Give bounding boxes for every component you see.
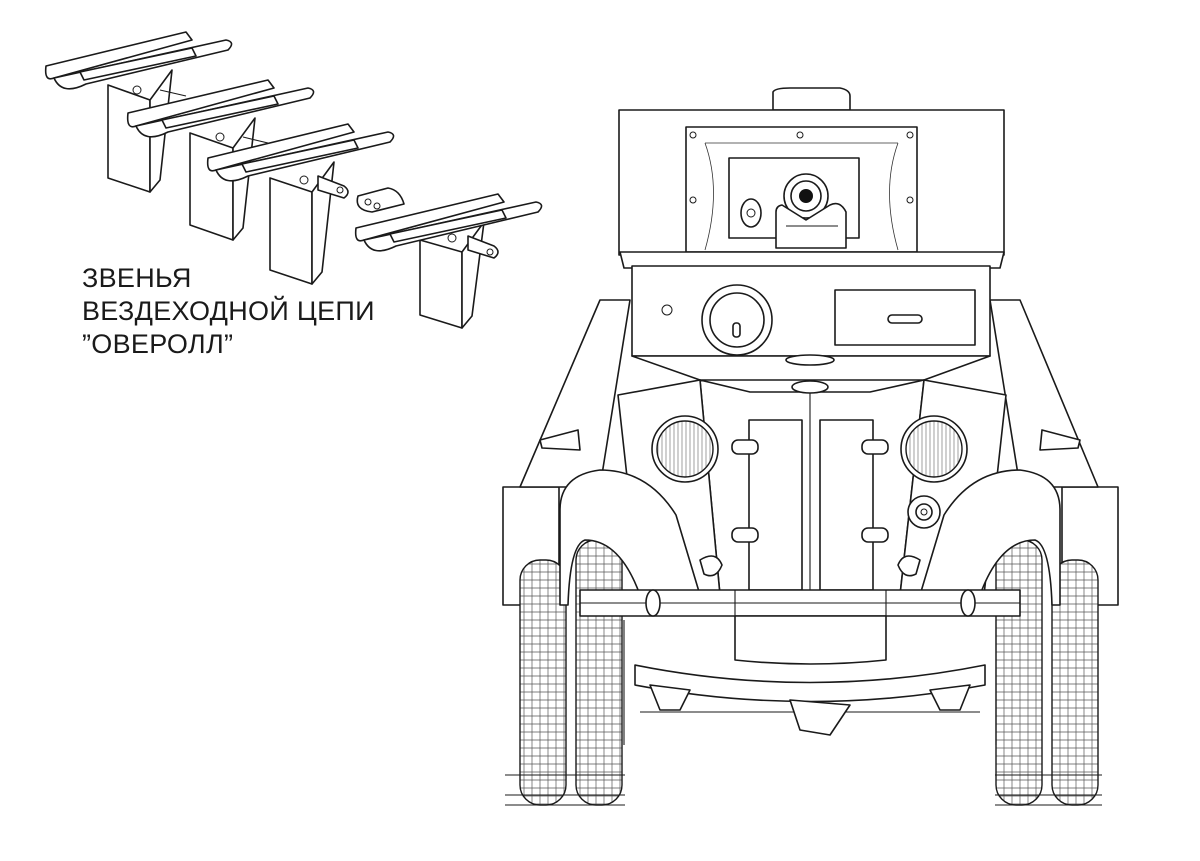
caption: ЗВЕНЬЯ ВЕЗДЕХОДНОЙ ЦЕПИ ”ОВЕРОЛЛ”: [82, 262, 375, 361]
caption-line-2: ВЕЗДЕХОДНОЙ ЦЕПИ: [82, 296, 375, 326]
turret: [618, 87, 1005, 256]
track-link-4: [354, 187, 543, 329]
caption-line-1: ЗВЕНЬЯ: [82, 263, 192, 293]
horn: [907, 495, 941, 529]
front-bumper: [579, 589, 1021, 617]
headlight-right: [900, 415, 968, 483]
track-link-3: [206, 123, 395, 285]
headlight-left: [651, 415, 719, 483]
caption-line-3: ”ОВЕРОЛЛ”: [82, 329, 234, 359]
upper-hull: [619, 251, 1005, 381]
armored-car-front-view: [502, 87, 1119, 806]
front-axle: [623, 615, 997, 745]
track-links-illustration: [44, 31, 543, 329]
